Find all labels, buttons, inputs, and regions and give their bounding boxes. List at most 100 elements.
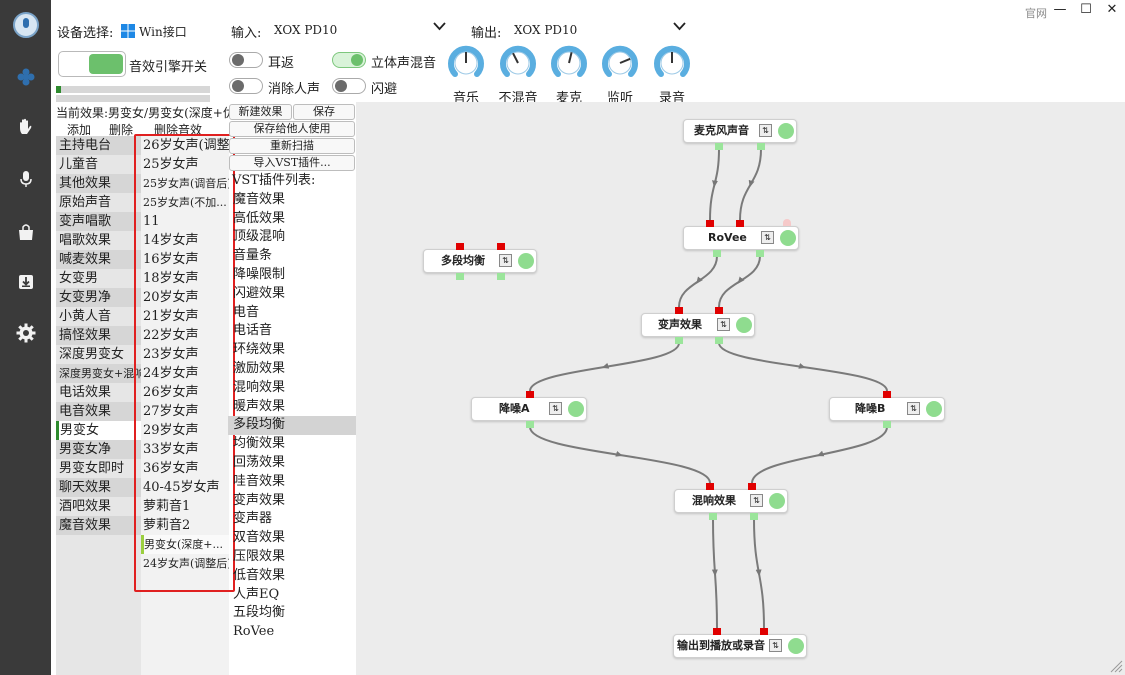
input-port[interactable]	[526, 391, 534, 398]
graph-node-rovee[interactable]: RoVee⇅	[683, 226, 799, 250]
device-value[interactable]: Win接口	[139, 25, 187, 39]
chevron-down-icon[interactable]	[673, 20, 686, 35]
category-item[interactable]: 其他效果	[56, 174, 142, 193]
close-button[interactable]: ✕	[1106, 2, 1118, 17]
category-item[interactable]: 电话效果	[59, 385, 112, 400]
output-port[interactable]	[713, 250, 721, 257]
output-port[interactable]	[715, 337, 723, 344]
vst-plugin-item[interactable]: 环绕效果	[233, 342, 286, 358]
node-status-led[interactable]	[769, 493, 785, 509]
preset-item[interactable]: 33岁女声	[143, 442, 199, 457]
output-port[interactable]	[750, 513, 758, 520]
category-item[interactable]: 原始声音	[59, 195, 112, 210]
ducking-toggle[interactable]	[332, 78, 366, 94]
category-item[interactable]: 搞怪效果	[56, 326, 142, 345]
volume-knob[interactable]	[652, 43, 692, 83]
preset-item[interactable]: 40-45岁女声	[143, 480, 220, 495]
vst-plugin-item[interactable]: 降噪限制	[233, 266, 286, 282]
settings-toggle-icon[interactable]: ⇅	[499, 254, 512, 267]
settings-toggle-icon[interactable]: ⇅	[759, 124, 772, 137]
preset-item[interactable]: 25岁女声(调音后)	[143, 177, 229, 190]
node-status-led[interactable]	[780, 230, 796, 246]
category-item[interactable]: 男变女即时	[59, 461, 125, 476]
vst-plugin-item[interactable]: 音量条	[233, 248, 273, 264]
vst-plugin-item[interactable]: 电话音	[233, 323, 273, 339]
preset-item[interactable]: 20岁女声	[143, 290, 199, 305]
monitor-toggle[interactable]	[229, 52, 263, 68]
vst-plugin-item[interactable]: 高低效果	[233, 210, 286, 226]
vst-plugin-item[interactable]: 均衡效果	[233, 436, 286, 452]
input-select[interactable]: XOX PD10	[274, 23, 338, 37]
preset-item[interactable]: 萝莉音1	[143, 499, 191, 514]
mic-icon[interactable]	[0, 164, 51, 194]
preset-item[interactable]: 25岁女声	[143, 157, 199, 172]
category-item[interactable]: 男变女	[56, 421, 142, 440]
category-item[interactable]: 男变女净	[56, 440, 142, 459]
volume-knob[interactable]	[549, 43, 589, 83]
settings-toggle-icon[interactable]: ⇅	[549, 402, 562, 415]
save-for-others-button[interactable]: 保存给他人使用	[229, 121, 355, 137]
volume-knob[interactable]	[446, 43, 486, 83]
vst-plugin-item[interactable]: 多段均衡	[228, 416, 356, 436]
category-item[interactable]: 主持电台	[56, 136, 142, 155]
graph-node-mic[interactable]: 麦克风声音⇅	[683, 119, 797, 143]
vst-plugin-item[interactable]: 双音效果	[233, 530, 286, 546]
node-status-led[interactable]	[926, 401, 942, 417]
preset-item[interactable]: 男变女(深度+...	[141, 535, 229, 554]
category-item[interactable]: 聊天效果	[56, 478, 142, 497]
new-effect-button[interactable]: 新建效果	[229, 104, 292, 120]
preset-item[interactable]: 萝莉音2	[143, 518, 191, 533]
vst-plugin-item[interactable]: 混响效果	[233, 379, 286, 395]
category-item[interactable]: 喊麦效果	[56, 250, 142, 269]
output-port[interactable]	[757, 143, 765, 150]
vst-plugin-item[interactable]: 闪避效果	[233, 285, 286, 301]
node-status-led[interactable]	[518, 253, 534, 269]
category-item[interactable]: 女变男净	[56, 288, 142, 307]
import-vst-button[interactable]: 导入VST插件...	[229, 155, 355, 171]
category-item[interactable]: 女变男	[59, 271, 99, 286]
minimize-button[interactable]: —	[1053, 2, 1067, 17]
microphone-logo-icon[interactable]	[13, 12, 39, 38]
node-status-led[interactable]	[736, 317, 752, 333]
vst-plugin-item[interactable]: 低音效果	[233, 567, 286, 583]
vst-plugin-item[interactable]: 哇音效果	[233, 473, 286, 489]
graph-node-nrb[interactable]: 降噪B⇅	[829, 397, 945, 421]
volume-knob[interactable]	[600, 43, 640, 83]
node-graph-canvas[interactable]: 麦克风声音⇅RoVee⇅多段均衡⇅变声效果⇅降噪A⇅降噪B⇅混响效果⇅输出到播放…	[356, 102, 1125, 675]
settings-toggle-icon[interactable]: ⇅	[750, 494, 763, 507]
input-port[interactable]	[456, 243, 464, 250]
resize-grip-icon[interactable]	[1109, 659, 1123, 673]
preset-item[interactable]: 21岁女声	[143, 309, 199, 324]
download-icon[interactable]	[0, 267, 51, 297]
vst-plugin-item[interactable]: 激励效果	[233, 360, 286, 376]
input-port[interactable]	[706, 483, 714, 490]
preset-item[interactable]: 27岁女声	[143, 404, 199, 419]
node-status-led[interactable]	[778, 123, 794, 139]
graph-node-out[interactable]: 输出到播放或录音⇅	[673, 634, 807, 658]
preset-item[interactable]: 26岁女声	[143, 385, 199, 400]
preset-item[interactable]: 22岁女声	[143, 328, 199, 343]
maximize-button[interactable]: ☐	[1080, 2, 1092, 17]
output-port[interactable]	[709, 513, 717, 520]
vst-plugin-item[interactable]: 顶级混响	[233, 229, 286, 245]
graph-node-nra[interactable]: 降噪A⇅	[471, 397, 587, 421]
input-port[interactable]	[675, 307, 683, 314]
bag-icon[interactable]	[0, 217, 51, 247]
preset-item[interactable]: 29岁女声	[143, 423, 199, 438]
remove-vocal-toggle[interactable]	[229, 78, 263, 94]
category-item[interactable]: 酒吧效果	[59, 499, 112, 514]
delete-effect-button[interactable]: 删除音效	[154, 123, 203, 137]
chevron-down-icon[interactable]	[433, 20, 446, 35]
vst-plugin-item[interactable]: 变声效果	[233, 492, 286, 508]
gear-icon[interactable]	[0, 318, 51, 348]
volume-knob[interactable]	[498, 43, 538, 83]
vst-plugin-item[interactable]: 魔音效果	[233, 191, 286, 207]
preset-item[interactable]: 16岁女声	[143, 252, 199, 267]
input-port[interactable]	[713, 628, 721, 635]
delete-button[interactable]: 删除	[109, 123, 134, 137]
vst-plugin-item[interactable]: 人声EQ	[233, 586, 280, 602]
category-item[interactable]: 变声唱歌	[56, 212, 142, 231]
settings-toggle-icon[interactable]: ⇅	[907, 402, 920, 415]
node-status-led[interactable]	[788, 638, 804, 654]
vst-plugin-item[interactable]: RoVee	[233, 624, 275, 640]
